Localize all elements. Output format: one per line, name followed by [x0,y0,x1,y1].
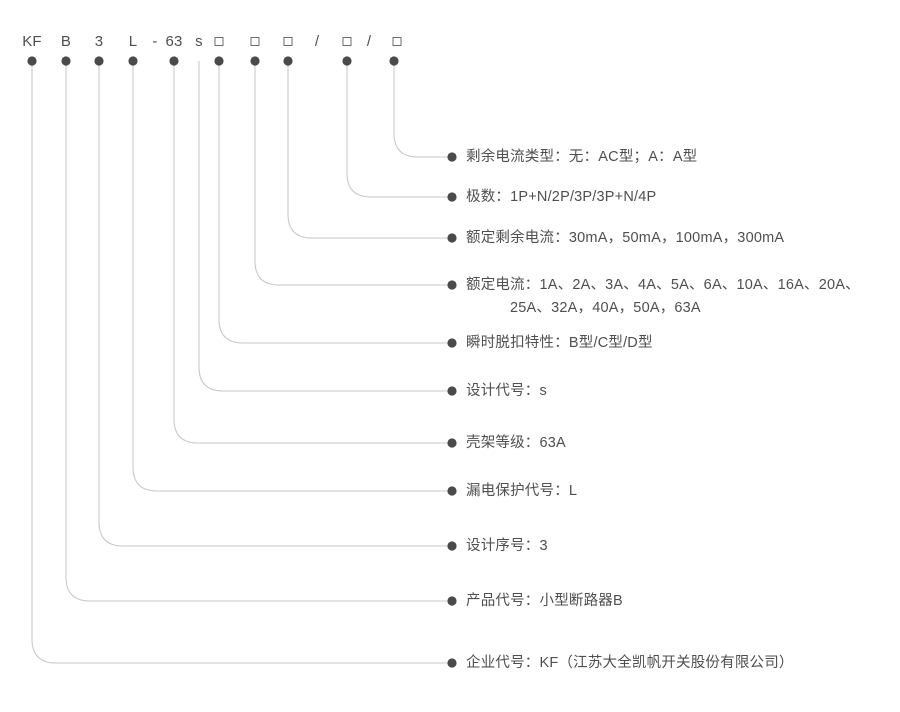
endpoint-dot-design-code [447,386,457,396]
endpoint-dot-pole-number [447,192,457,202]
source-dot-frame-rating [169,56,179,66]
leader-line-frame-rating [173,61,452,444]
callout-text-rated-residual-current: 额定剩余电流：30mA，50mA，100mA，300mA [466,230,785,246]
code-segment-0: KF [22,33,42,50]
code-placeholder-box-icon [283,36,293,46]
endpoint-dot-instantaneous-trip-characteristic [447,338,457,348]
callout-text-enterprise-code: 企业代号：KF（江苏大全凯帆开关股份有限公司） [466,655,794,671]
code-segment-1: B [60,33,72,50]
callout-label-product-code: 产品代号：小型断路器B [466,590,623,613]
leader-line-design-code [198,61,452,392]
code-segment-5: 63 [165,33,183,50]
source-dot-rated-residual-current [283,56,293,66]
callout-label-frame-rating: 壳架等级：63A [466,432,566,455]
source-dot-rated-current [250,56,260,66]
callout-text-residual-current-type: 剩余电流类型：无：AC型；A：A型 [466,149,698,165]
source-dot-instantaneous-trip-characteristic [214,56,224,66]
callout-label-design-serial-number: 设计序号：3 [466,535,548,558]
endpoint-dot-rated-residual-current [447,233,457,243]
callout-text-product-code: 产品代号：小型断路器B [466,593,623,609]
leader-line-rated-current [254,61,452,286]
source-dot-enterprise-code [27,56,37,66]
source-dot-design-serial-number [94,56,104,66]
callout-text-leakage-protection-code: 漏电保护代号：L [466,483,578,499]
code-placeholder-box-icon [214,36,224,46]
endpoint-dot-enterprise-code [447,658,457,668]
source-dot-leakage-protection-code [128,56,138,66]
endpoint-dot-rated-current [447,280,457,290]
code-segment-4: - [152,33,158,50]
leader-line-residual-current-type [393,61,452,158]
endpoint-dot-product-code [447,596,457,606]
code-segment-6: s [195,33,203,50]
callout-text-rated-current: 额定电流：1A、2A、3A、4A、5A、6A、10A、16A、20A、 [466,277,860,293]
source-dot-product-code [61,56,71,66]
code-segment-10: / [314,33,320,50]
code-segment-2: 3 [94,33,104,50]
callout-text-pole-number: 极数：1P+N/2P/3P/3P+N/4P [466,189,657,205]
callout-label-instantaneous-trip-characteristic: 瞬时脱扣特性：B型/C型/D型 [466,332,653,355]
callout-label-design-code: 设计代号：s [466,380,547,403]
code-segment-7 [214,34,224,49]
callout-text-design-code: 设计代号：s [466,383,547,399]
endpoint-dot-leakage-protection-code [447,486,457,496]
source-dot-residual-current-type [389,56,399,66]
leader-line-rated-residual-current [287,61,452,239]
callout-text-frame-rating: 壳架等级：63A [466,435,566,451]
code-segment-3: L [128,33,138,50]
callout-label-enterprise-code: 企业代号：KF（江苏大全凯帆开关股份有限公司） [466,652,794,675]
endpoint-dot-frame-rating [447,438,457,448]
code-segment-9 [283,34,293,49]
endpoint-dot-design-serial-number [447,541,457,551]
endpoint-dot-residual-current-type [447,152,457,162]
leader-line-design-serial-number [98,61,452,547]
callout-label-leakage-protection-code: 漏电保护代号：L [466,480,577,503]
leader-line-instantaneous-trip-characteristic [218,61,452,344]
source-dot-pole-number [342,56,352,66]
callout-text-design-serial-number: 设计序号：3 [466,538,548,554]
callout-label-rated-residual-current: 额定剩余电流：30mA，50mA，100mA，300mA [466,227,784,250]
callout-label-residual-current-type: 剩余电流类型：无：AC型；A：A型 [466,146,697,169]
leader-line-pole-number [346,61,452,198]
leader-line-product-code [65,61,452,602]
code-segment-11 [342,34,352,49]
leader-line-enterprise-code [31,61,452,664]
callout-label-rated-current: 额定电流：1A、2A、3A、4A、5A、6A、10A、16A、20A、 25A、3… [466,274,860,320]
code-segment-12: / [366,33,372,50]
callout-text-instantaneous-trip-characteristic: 瞬时脱扣特性：B型/C型/D型 [466,335,653,351]
callout-text-rated-current-line2: 25A、32A，40A，50A，63A [510,300,701,316]
code-placeholder-box-icon [250,36,260,46]
leader-line-leakage-protection-code [132,61,452,492]
code-segment-8 [250,34,260,49]
code-segment-13 [392,34,402,49]
callout-label-pole-number: 极数：1P+N/2P/3P/3P+N/4P [466,186,656,209]
code-placeholder-box-icon [342,36,352,46]
code-placeholder-box-icon [392,36,402,46]
